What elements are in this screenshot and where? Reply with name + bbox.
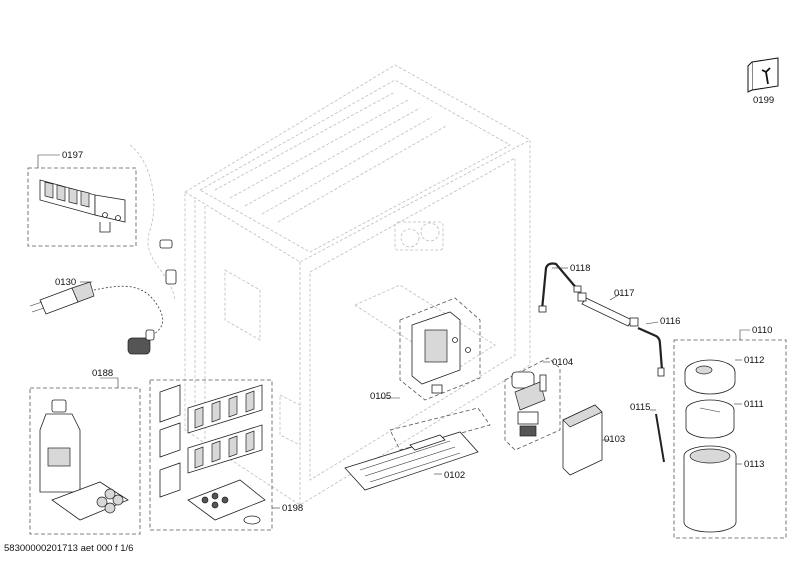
label-0113: 0113: [744, 459, 764, 470]
mounting-brackets: [159, 384, 263, 498]
label-0110: 0110: [752, 325, 772, 336]
container-cap-0111: [685, 399, 735, 439]
label-0199: 0199: [753, 95, 774, 106]
part-0199-group[interactable]: 0199: [747, 57, 779, 106]
container-lid-0112: [684, 359, 736, 395]
part-0188-group[interactable]: 0188: [29, 368, 141, 535]
label-0112: 0112: [744, 355, 764, 366]
part-0104-group[interactable]: 0104: [504, 357, 573, 451]
container-jar-0113: [683, 445, 737, 533]
part-0115-group[interactable]: 0115: [630, 402, 665, 463]
wrench-manual-icon: [747, 57, 779, 93]
part-0130-group[interactable]: 0130: [29, 277, 163, 355]
drawing-reference: 58300000201713 aet 000 f 1/6: [4, 543, 134, 554]
label-0111: 0111: [744, 399, 764, 410]
descaler-bottle: [39, 399, 81, 493]
power-cord: [29, 281, 163, 355]
control-module: [411, 311, 471, 394]
part-0102-group[interactable]: 0102: [344, 407, 491, 491]
descaler-tablets-pack: [51, 481, 129, 521]
label-0104: 0104: [552, 357, 573, 368]
part-0103-group[interactable]: 0103: [562, 404, 625, 476]
connector-bracket: [39, 179, 126, 233]
part-0110-group[interactable]: 0110 0112 0111 0113: [673, 325, 787, 539]
label-0117: 0117: [614, 288, 634, 299]
label-0115: 0115: [630, 402, 650, 413]
part-0117-group[interactable]: 0117: [577, 288, 639, 327]
label-0130: 0130: [55, 277, 76, 288]
label-0116: 0116: [660, 316, 680, 327]
part-0118-group[interactable]: 0118: [538, 262, 590, 313]
appliance-housing: [129, 64, 531, 506]
label-0198: 0198: [282, 503, 303, 514]
label-0197: 0197: [62, 150, 83, 161]
label-0103: 0103: [604, 434, 625, 445]
part-0197-group[interactable]: 0197: [27, 150, 137, 247]
label-0188: 0188: [92, 368, 113, 379]
label-0118: 0118: [570, 263, 590, 274]
label-0102: 0102: [444, 470, 465, 481]
part-0105-group[interactable]: 0105: [370, 297, 481, 402]
valve-unit: [511, 371, 547, 437]
screws-bag: [187, 479, 266, 525]
hose-connector: [159, 239, 177, 285]
part-0198-group[interactable]: 0198: [149, 379, 303, 531]
part-0116-group[interactable]: 0116: [637, 316, 680, 377]
label-0105: 0105: [370, 391, 391, 402]
